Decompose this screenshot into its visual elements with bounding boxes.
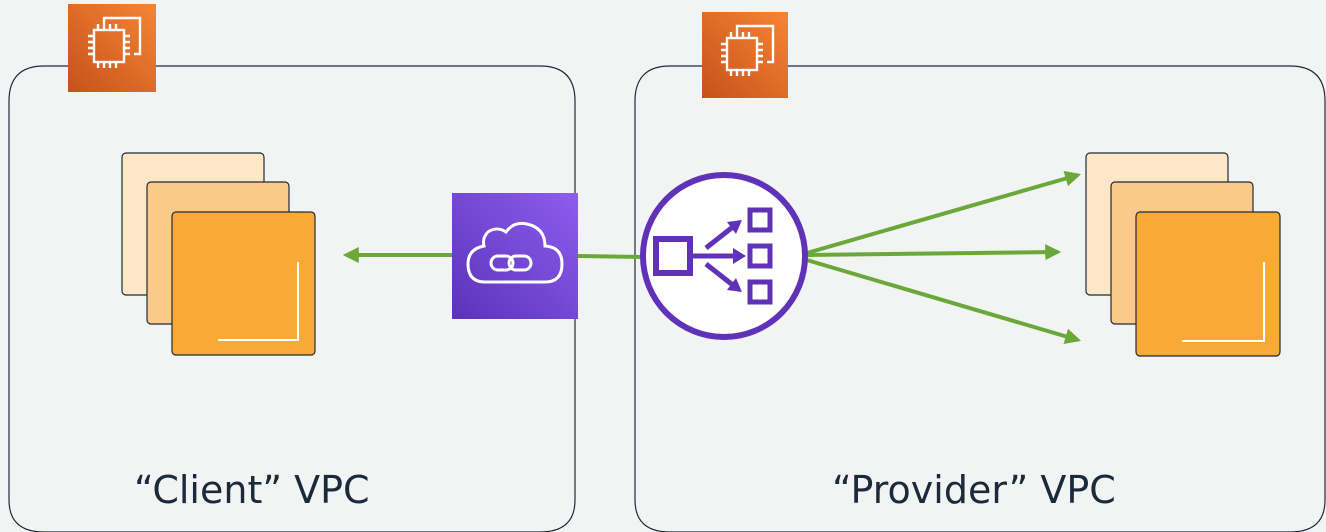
endpoint-to-nlb-connector [577, 254, 644, 259]
client-vpc-boundary [8, 65, 576, 532]
provider-vpc-label: “Provider” VPC [832, 468, 1116, 512]
privatelink-endpoint-icon [452, 193, 578, 319]
arrow-to-provider-middle [805, 244, 1062, 261]
arrow-to-provider-bottom [799, 256, 1082, 345]
arrow-to-provider-top [799, 170, 1082, 257]
client-vpc-label: “Client” VPC [134, 468, 370, 512]
ec2-instance-icon [68, 4, 156, 92]
connector-lines [342, 170, 1082, 345]
provider-vpc-boundary [634, 65, 1326, 532]
instance-stack-icon [1085, 152, 1281, 357]
network-load-balancer-icon [640, 172, 808, 340]
instance-stack-icon [121, 152, 316, 356]
ec2-instance-icon [702, 12, 788, 98]
